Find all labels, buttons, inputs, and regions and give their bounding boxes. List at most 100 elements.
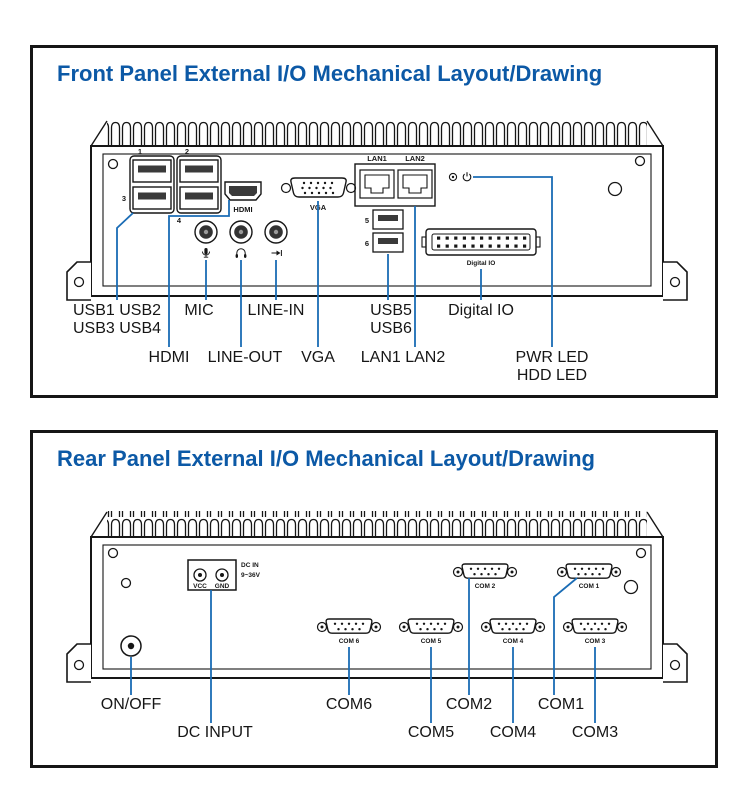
front-leader-lines [116, 176, 553, 347]
power-led-icon [462, 172, 472, 182]
power-button [120, 635, 142, 657]
gnd-marking: GND [215, 583, 230, 590]
label-com2: COM2 [446, 696, 492, 713]
lan-ports: LAN1 LAN2 [354, 154, 436, 207]
bracket-hole-right [669, 659, 681, 671]
com2-marking: COM 2 [475, 583, 496, 590]
rear-panel-drawing: DC IN 9~36V VCC GND COM 2 COM 1 COM 6 CO… [66, 511, 688, 741]
label-line-in: LINE-IN [248, 302, 305, 319]
com6-marking: COM 6 [339, 638, 360, 645]
mic-icon [201, 248, 211, 258]
rear-panel-title: Rear Panel External I/O Mechanical Layou… [57, 446, 595, 471]
front-panel-drawing: 1 2 3 4 HDMI [66, 120, 688, 384]
bracket-hole-right [669, 276, 681, 288]
bracket-hole-left [73, 659, 85, 671]
chassis-body [90, 536, 664, 679]
status-leds [448, 172, 472, 182]
hdmi-marking: HDMI [233, 205, 252, 214]
label-digital-io: Digital IO [448, 302, 514, 319]
label-com4: COM4 [490, 724, 536, 741]
lan2-marking: LAN2 [405, 154, 425, 163]
dc-range-marking: 9~36V [241, 572, 261, 579]
mount-bracket-right [663, 261, 688, 301]
usb6-marking: 6 [365, 239, 369, 248]
front-face-plate [102, 153, 652, 287]
front-panel-section: Front Panel External I/O Mechanical Layo… [30, 45, 718, 398]
lan2-port [397, 169, 433, 199]
line-in-icon [271, 250, 282, 256]
label-mic: MIC [184, 302, 213, 319]
label-line-out: LINE-OUT [208, 349, 283, 366]
mount-bracket-left [66, 643, 91, 683]
rear-chassis [66, 511, 688, 683]
label-pwr-led: PWR LED [516, 349, 589, 366]
usb3-marking: 3 [122, 194, 126, 203]
com5-marking: COM 5 [421, 638, 442, 645]
label-dc-input: DC INPUT [177, 724, 253, 741]
usb4-port [179, 186, 219, 210]
leader-leds [473, 176, 553, 347]
usb-port-cluster: 1 2 3 4 [122, 147, 222, 225]
usb1-marking: 1 [138, 147, 142, 156]
usb2-marking: 2 [185, 147, 189, 156]
label-com3: COM3 [572, 724, 618, 741]
screw-top-left [107, 547, 119, 559]
usb2-port [179, 159, 219, 183]
rear-face-plate [102, 544, 652, 670]
headphone-icon [235, 248, 247, 258]
digital-io-pins [437, 236, 527, 248]
label-usb5: USB5 [370, 302, 412, 319]
usb1-port [132, 159, 172, 183]
screw-mid-right [607, 181, 623, 197]
usb56-ports: 5 6 [365, 209, 404, 253]
front-panel-title: Front Panel External I/O Mechanical Layo… [57, 61, 603, 86]
digital-io-marking: Digital IO [467, 260, 496, 267]
leader-usb1234 [116, 212, 134, 300]
mount-bracket-right [663, 643, 688, 683]
screw-mid-right [623, 579, 639, 595]
leader-hdmi [168, 200, 230, 347]
line-in-jack [264, 220, 288, 244]
dc-input-connector: DC IN 9~36V VCC GND [187, 559, 261, 591]
line-out-jack [229, 220, 253, 244]
label-com5: COM5 [408, 724, 454, 741]
vga-pins [301, 181, 335, 195]
label-usb6: USB6 [370, 320, 412, 337]
usb4-marking: 4 [177, 216, 182, 225]
dc-in-marking: DC IN [241, 562, 259, 569]
screw-top-right [635, 547, 647, 559]
usb5-marking: 5 [365, 216, 369, 225]
label-vga: VGA [301, 349, 335, 366]
label-com1: COM1 [538, 696, 584, 713]
digital-io-connector: Digital IO [421, 228, 541, 267]
rear-panel-section: Rear Panel External I/O Mechanical Layou… [30, 430, 718, 768]
heatsink-fins [107, 120, 647, 146]
lan1-port [359, 169, 395, 199]
lan1-marking: LAN1 [367, 154, 387, 163]
com3-marking: COM 3 [585, 638, 606, 645]
screw-top-left [107, 158, 119, 170]
label-lan12: LAN1 LAN2 [361, 349, 446, 366]
label-usb12: USB1 USB2 [73, 302, 161, 319]
screw-top-right [634, 155, 646, 167]
hdd-led-icon [448, 172, 458, 182]
mic-jack [194, 220, 218, 244]
heatsink-fins [107, 511, 647, 537]
label-on-off: ON/OFF [101, 696, 162, 713]
screw-mid-left [120, 577, 132, 589]
mount-bracket-left [66, 261, 91, 301]
hdmi-port: HDMI [224, 181, 262, 214]
leader-com1 [553, 577, 578, 695]
bracket-hole-left [73, 276, 85, 288]
label-hdmi: HDMI [149, 349, 190, 366]
com1-marking: COM 1 [579, 583, 600, 590]
audio-jacks [194, 220, 288, 258]
com4-marking: COM 4 [503, 638, 524, 645]
rear-labels: ON/OFF DC INPUT COM6 COM2 COM1 COM5 COM4… [101, 696, 618, 741]
label-usb34: USB3 USB4 [73, 320, 161, 337]
label-hdd-led: HDD LED [517, 367, 587, 384]
com-ports: COM 2 COM 1 COM 6 COM 5 COM 4 COM 3 [316, 563, 628, 645]
label-com6: COM6 [326, 696, 372, 713]
vcc-marking: VCC [193, 583, 207, 590]
front-labels: USB1 USB2 USB3 USB4 MIC LINE-IN USB5 USB… [73, 302, 588, 384]
